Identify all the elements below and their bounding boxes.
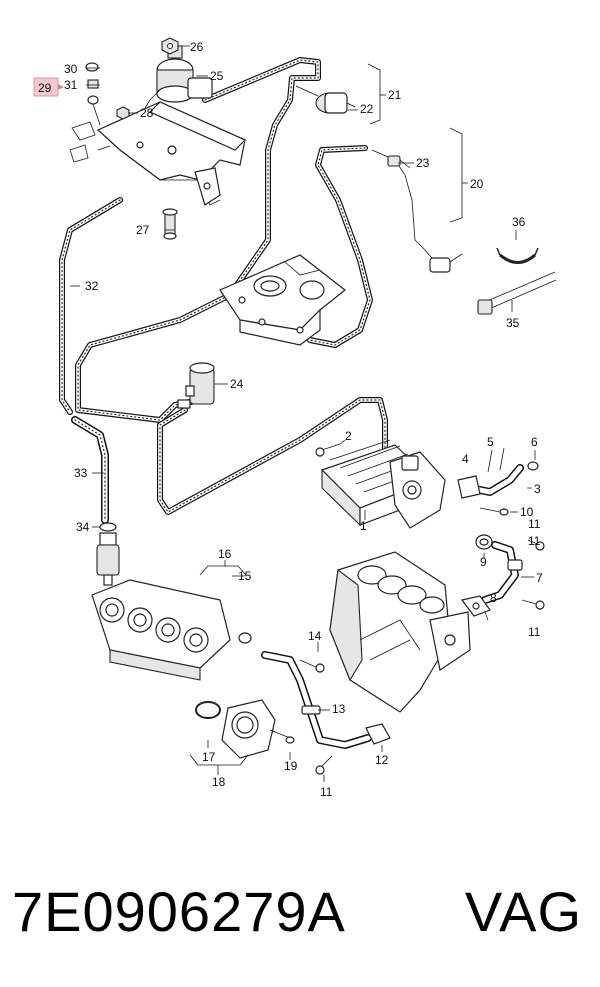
callout-25: 25: [210, 69, 224, 83]
bolt-14: [299, 659, 325, 673]
callout-19: 19: [284, 759, 298, 773]
connector-35: [477, 271, 557, 315]
callout-12: 12: [375, 753, 389, 767]
callout-31: 31: [64, 78, 78, 92]
callout-13: 13: [332, 702, 346, 716]
bolt-2: [315, 443, 341, 457]
callout-32: 32: [85, 279, 99, 293]
callout-5: 5: [487, 435, 494, 449]
filter-22: [295, 85, 356, 114]
hose-lines: [59, 57, 436, 524]
callout-15: 15: [238, 569, 252, 583]
intake-manifold-16: [91, 579, 231, 681]
valve-cover: [219, 254, 346, 346]
callout-1: 1: [360, 519, 367, 533]
bolt-10: [479, 507, 509, 516]
callout-20: 20: [470, 177, 484, 191]
callout-33: 33: [74, 466, 88, 480]
engine-block: [329, 551, 471, 713]
pipe-13: [261, 651, 372, 749]
callout-29: 29: [38, 81, 52, 95]
callout-3: 3: [534, 482, 541, 496]
callout-36: 36: [512, 215, 526, 229]
callout-23: 23: [416, 156, 430, 170]
callout-11d: 11: [528, 534, 541, 548]
callout-17: 17: [202, 750, 216, 764]
callout-8: 8: [490, 591, 497, 605]
valve-24: [177, 362, 215, 409]
bracket: [69, 101, 247, 206]
callout-10: 10: [520, 505, 534, 519]
o-rings: [195, 632, 252, 719]
callout-2: 2: [345, 429, 352, 443]
bolts-11: [315, 539, 545, 775]
throttle-body-18: [221, 699, 276, 759]
callout-26: 26: [190, 40, 204, 54]
pipe-3: [457, 447, 539, 499]
gasket-8: [460, 595, 491, 617]
callout-27: 27: [136, 223, 150, 237]
callout-34: 34: [76, 520, 90, 534]
callout-29-arrow: [58, 84, 64, 90]
callout-leaders: [70, 45, 536, 782]
bolt-27: [162, 208, 178, 240]
parts-exploded-diagram: 1 2 3 4 5 6 7 8 9 10 11 11 11 11 12 13 1…: [33, 37, 557, 799]
callout-28: 28: [140, 106, 154, 120]
bolt-19: [269, 729, 295, 744]
callout-14: 14: [308, 629, 322, 643]
filter-34: [96, 522, 120, 586]
callout-21: 21: [388, 88, 402, 102]
solenoid-valve-25: [144, 45, 213, 109]
nut-26: [161, 37, 179, 55]
callout-11b: 11: [528, 625, 541, 639]
callout-labels: 1 2 3 4 5 6 7 8 9 10 11 11 11 11 12 13 1…: [33, 40, 543, 799]
clamp-36: [496, 247, 539, 264]
callout-9: 9: [480, 555, 487, 569]
callout-11c: 11: [320, 785, 333, 799]
brand-text: VAG: [464, 880, 582, 943]
callout-16: 16: [218, 547, 232, 561]
callout-7: 7: [536, 571, 543, 585]
callout-4: 4: [462, 452, 469, 466]
nut-28: [116, 106, 130, 120]
callout-24: 24: [230, 377, 244, 391]
callout-18: 18: [212, 775, 226, 789]
callout-11a: 11: [528, 517, 541, 531]
callout-35: 35: [506, 316, 520, 330]
pipe-7: [475, 534, 523, 604]
grommet-30-31: [85, 62, 101, 126]
egr-cooler-1: [320, 439, 446, 529]
callout-22: 22: [360, 102, 374, 116]
callout-6: 6: [531, 435, 538, 449]
callout-30: 30: [64, 62, 78, 76]
gasket-12: [365, 723, 391, 745]
part-number-text: 7E0906279A: [12, 880, 346, 943]
connector-23: [387, 155, 463, 273]
